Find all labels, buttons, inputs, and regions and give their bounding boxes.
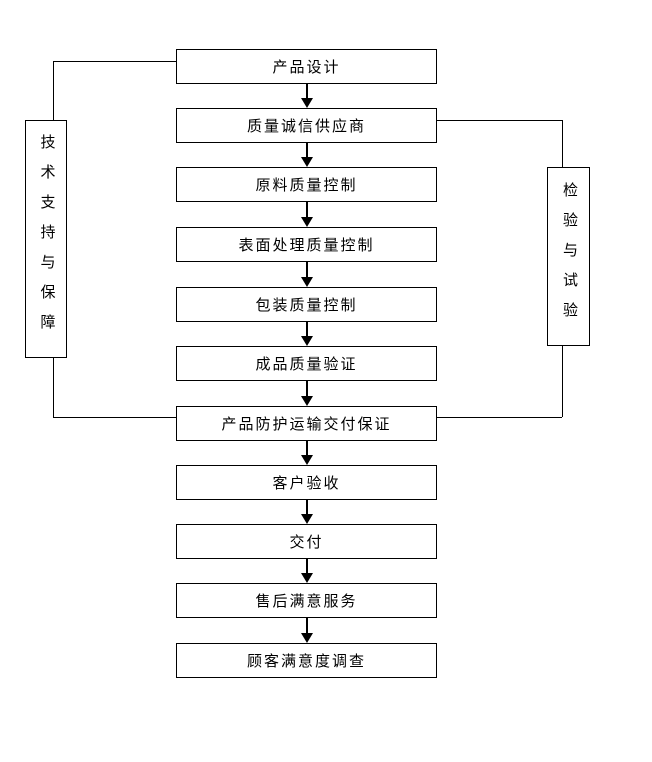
down-arrow-line bbox=[306, 618, 308, 633]
down-arrow-head-icon bbox=[301, 455, 313, 465]
node-raw-material-quality-control: 原料质量控制 bbox=[176, 167, 437, 202]
down-arrow-line bbox=[306, 322, 308, 336]
connector-line bbox=[53, 417, 176, 418]
node-quality-integrity-supplier: 质量诚信供应商 bbox=[176, 108, 437, 143]
connector-line bbox=[437, 120, 562, 121]
node-protection-transport-delivery-assurance: 产品防护运输交付保证 bbox=[176, 406, 437, 441]
node-label: 质量诚信供应商 bbox=[246, 119, 366, 135]
down-arrow-line bbox=[306, 202, 308, 217]
down-arrow-line bbox=[306, 500, 308, 514]
node-label: 产品设计 bbox=[272, 60, 341, 76]
down-arrow-head-icon bbox=[301, 277, 313, 287]
down-arrow-head-icon bbox=[301, 514, 313, 524]
node-delivery: 交付 bbox=[176, 524, 437, 559]
connector-line bbox=[437, 417, 562, 418]
connector-line bbox=[562, 120, 563, 167]
node-finished-product-verification: 成品质量验证 bbox=[176, 346, 437, 381]
connector-line bbox=[53, 61, 54, 120]
down-arrow-line bbox=[306, 381, 308, 396]
connector-line bbox=[53, 358, 54, 417]
down-arrow-head-icon bbox=[301, 396, 313, 406]
node-label: 客户验收 bbox=[272, 476, 341, 492]
down-arrow-line bbox=[306, 441, 308, 455]
node-label: 成品质量验证 bbox=[255, 357, 358, 373]
node-label: 售后满意服务 bbox=[255, 594, 358, 610]
down-arrow-head-icon bbox=[301, 633, 313, 643]
connector-line bbox=[53, 61, 176, 62]
node-label: 交付 bbox=[289, 535, 324, 551]
node-surface-treatment-quality-control: 表面处理质量控制 bbox=[176, 227, 437, 262]
down-arrow-head-icon bbox=[301, 98, 313, 108]
down-arrow-line bbox=[306, 559, 308, 573]
down-arrow-head-icon bbox=[301, 217, 313, 227]
down-arrow-head-icon bbox=[301, 336, 313, 346]
down-arrow-line bbox=[306, 262, 308, 277]
node-label: 包装质量控制 bbox=[255, 298, 358, 314]
node-product-design: 产品设计 bbox=[176, 49, 437, 84]
node-customer-satisfaction-survey: 顾客满意度调查 bbox=[176, 643, 437, 678]
node-after-sales-service: 售后满意服务 bbox=[176, 583, 437, 618]
node-label: 原料质量控制 bbox=[255, 178, 358, 194]
node-customer-acceptance: 客户验收 bbox=[176, 465, 437, 500]
node-packaging-quality-control: 包装质量控制 bbox=[176, 287, 437, 322]
down-arrow-head-icon bbox=[301, 157, 313, 167]
down-arrow-line bbox=[306, 84, 308, 98]
down-arrow-line bbox=[306, 143, 308, 157]
node-tech-support-and-assurance: 技术支持与保障 bbox=[25, 120, 67, 358]
node-label: 顾客满意度调查 bbox=[246, 654, 366, 670]
node-inspection-and-test: 检验与试验 bbox=[547, 167, 590, 346]
node-label: 产品防护运输交付保证 bbox=[221, 417, 392, 433]
connector-line bbox=[562, 346, 563, 417]
node-label: 表面处理质量控制 bbox=[238, 238, 375, 254]
node-label: 技术支持与保障 bbox=[38, 134, 55, 344]
node-label: 检验与试验 bbox=[561, 181, 577, 332]
down-arrow-head-icon bbox=[301, 573, 313, 583]
